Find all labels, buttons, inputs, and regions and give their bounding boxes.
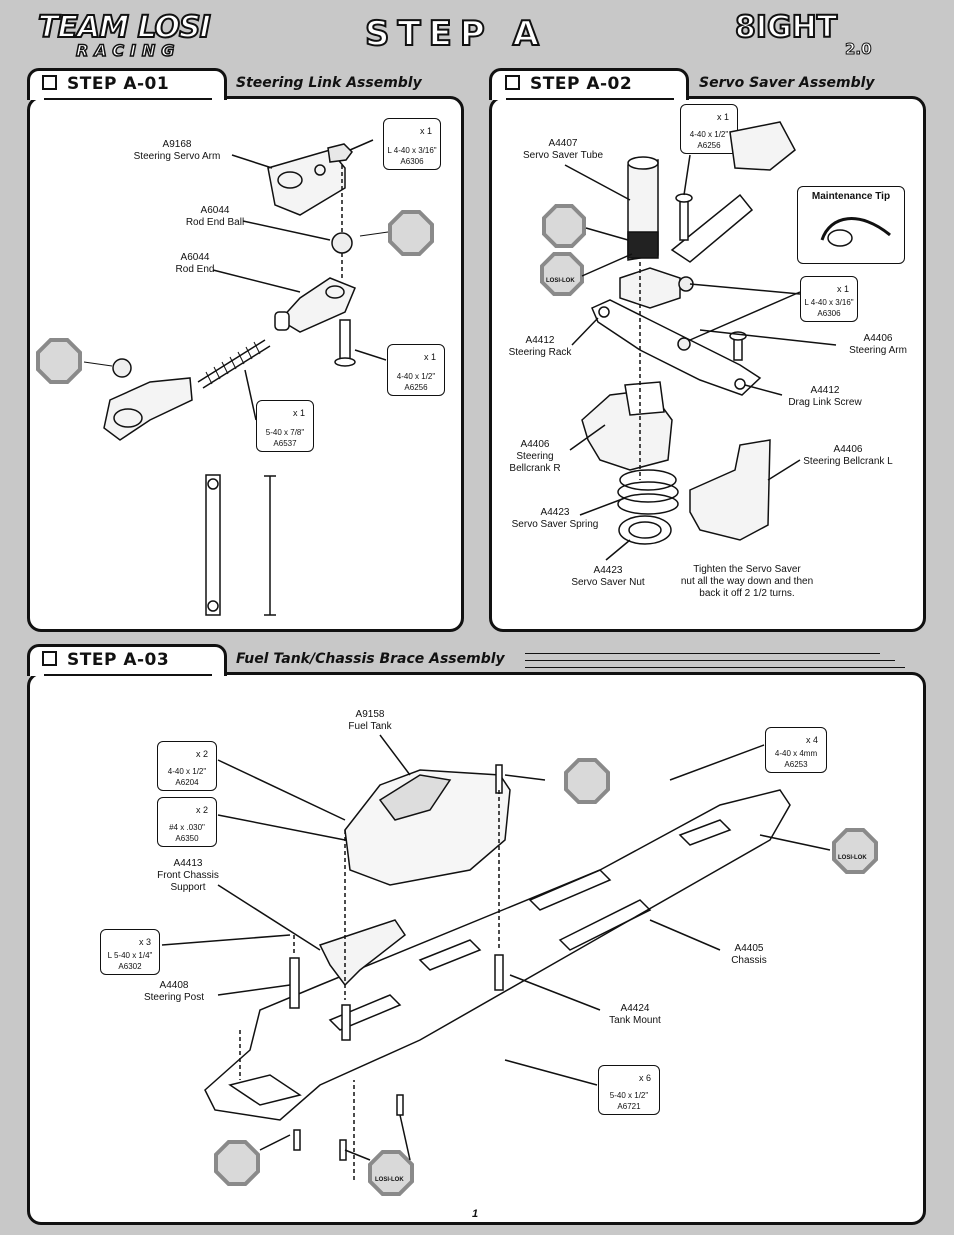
hw-locknut-a6306-a02: x 1 L 4-40 x 3/16" A6306	[800, 276, 858, 322]
step-a03-tab	[27, 644, 227, 676]
step-a02-subtitle: Servo Saver Assembly	[699, 75, 875, 91]
checkbox-icon	[505, 74, 520, 90]
maintenance-tip-box: Maintenance Tip	[797, 186, 905, 264]
step-a02-panel	[489, 96, 926, 632]
step-a02-underline	[506, 98, 674, 100]
hw-washer-a6204: x 2 4-40 x 1/2" A6204	[157, 741, 217, 791]
hw-setscrew-a6537: x 1 5-40 x 7/8" A6537	[256, 400, 314, 452]
rotate-badge-a03	[564, 758, 610, 804]
brand-sub: RACING	[75, 40, 181, 61]
losi-lok-label: LOSI-LOK	[375, 1177, 404, 1183]
step-a02-tab	[489, 68, 689, 100]
losi-lok-label: LOSI-LOK	[546, 278, 575, 284]
step-a01-title-text: STEP A-01	[67, 74, 170, 94]
losi-lok-label: LOSI-LOK	[838, 855, 867, 861]
press-badge-a01-left	[36, 338, 82, 384]
hw-screw-a6721: x 6 5-40 x 1/2" A6721	[598, 1065, 660, 1115]
step-a01-title: STEP A-01	[42, 74, 169, 94]
step-a01-subtitle: Steering Link Assembly	[236, 75, 422, 91]
page-step-title: STEP A	[364, 13, 547, 55]
step-a03-title-text: STEP A-03	[67, 650, 170, 670]
step-a02-title-text: STEP A-02	[530, 74, 633, 94]
product-logo: 8IGHT 2.0	[734, 9, 895, 60]
brand-name: TEAM LOSI	[37, 9, 212, 46]
page-number: 1	[472, 1208, 479, 1220]
loctite-badge-a03-bottom-left	[214, 1140, 260, 1186]
step-a01-underline	[44, 98, 212, 100]
title-rule-2	[525, 660, 895, 661]
step-a03-title: STEP A-03	[42, 650, 169, 670]
step-a03-subtitle: Fuel Tank/Chassis Brace Assembly	[236, 651, 505, 667]
product-version: 2.0	[845, 40, 873, 59]
loctite-badge-a03-bottom: LOSI-LOK	[368, 1150, 414, 1196]
press-badge-a01-top	[388, 210, 434, 256]
step-a02-title: STEP A-02	[505, 74, 632, 94]
brand-logo: TEAM LOSI RACING	[37, 9, 248, 66]
hw-shim-a6350: x 2 #4 x .030" A6350	[157, 797, 217, 847]
checkbox-icon	[42, 74, 57, 90]
loctite-badge-a03-right: LOSI-LOK	[832, 828, 878, 874]
product-name: 8IGHT	[734, 9, 838, 46]
maintenance-tip-title: Maintenance Tip	[811, 191, 891, 202]
title-rule-3	[525, 667, 905, 668]
hw-screw-a6256-a02: x 1 4-40 x 1/2" A6256	[680, 104, 738, 154]
hw-locknut-a6302: x 3 L 5-40 x 1/4" A6302	[100, 929, 160, 975]
title-rule-1	[525, 653, 880, 654]
hw-screw-a6256: x 1 4-40 x 1/2" A6256	[387, 344, 445, 396]
step-a03-underline	[44, 674, 212, 676]
checkbox-icon	[42, 650, 57, 666]
step-a01-tab	[27, 68, 227, 100]
hw-locknut-a6306: x 1 L 4-40 x 3/16" A6306	[383, 118, 441, 170]
hw-screw-a6253: x 4 4-40 x 4mm A6253	[765, 727, 827, 773]
